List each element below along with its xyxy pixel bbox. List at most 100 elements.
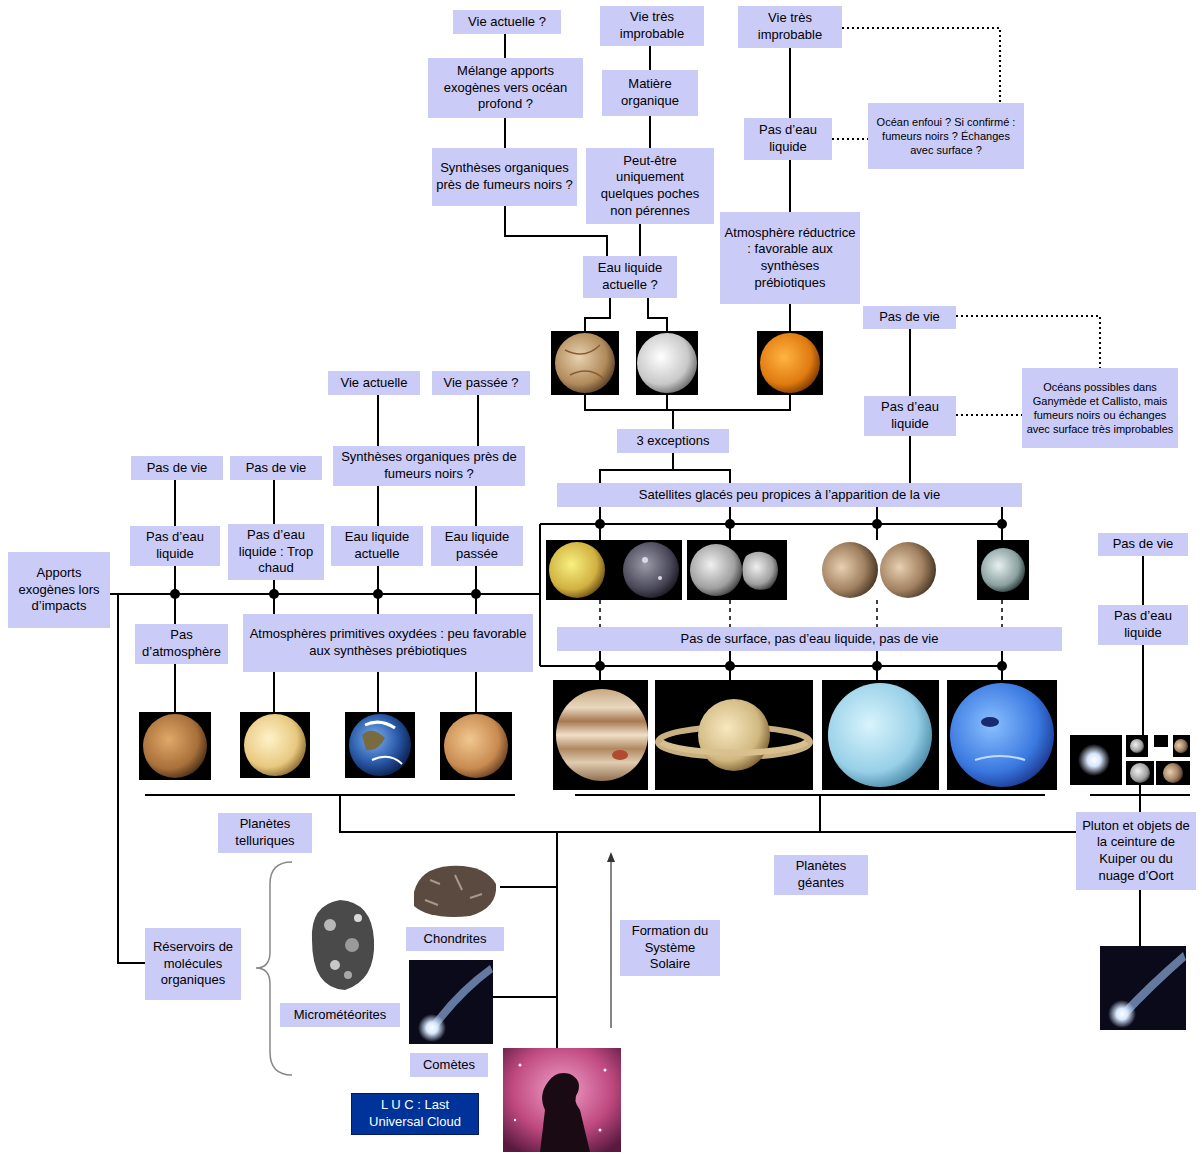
tree-connector <box>639 224 641 256</box>
box-text: Satellites glacés peu propices à l’appar… <box>561 487 1018 504</box>
dotted-connector <box>842 28 1000 103</box>
box-text: Eau liquide actuelle ? <box>587 260 673 293</box>
icy-satellites <box>546 540 1029 600</box>
dotted-connector <box>832 138 868 140</box>
text-box: Pas d’eau liquide <box>744 118 832 160</box>
text-box: Pas de vie <box>131 456 223 480</box>
box-text: Pas de surface, pas d’eau liquide, pas d… <box>561 631 1058 648</box>
text-box: Pas de vie <box>230 456 322 480</box>
text-box: Eau liquide actuelle ? <box>583 256 677 298</box>
box-text: Vie très improbable <box>742 10 838 43</box>
text-box: Pas d’eau liquide <box>1098 605 1188 645</box>
box-text: Vie très improbable <box>604 9 700 42</box>
tree-connector <box>504 118 506 148</box>
group-label-box: Pluton et objets de la ceinture de Kuipe… <box>1076 812 1196 890</box>
text-box: Atmosphères primitives oxydées : peu fav… <box>243 614 533 672</box>
caption-box: Formation du Système Solaire <box>620 920 720 976</box>
text-box: Vie passée ? <box>432 371 530 395</box>
box-text: Pluton et objets de la ceinture de Kuipe… <box>1080 818 1192 885</box>
telluric-planets <box>139 712 512 780</box>
tree-connector <box>789 160 791 212</box>
box-text: Pas de vie <box>234 460 318 477</box>
caption-box: Réservoirs de molécules organiques <box>145 928 241 1000</box>
small-bodies <box>303 863 1186 1044</box>
box-text: L U C : Last Universal Cloud <box>356 1097 474 1130</box>
box-text: Pas d’atmosphère <box>139 627 224 660</box>
box-text: Vie actuelle <box>332 375 416 392</box>
text-box: Vie très improbable <box>738 6 842 48</box>
tree-connector <box>909 436 911 483</box>
text-box: Matière organique <box>602 70 698 116</box>
box-text: Océan enfoui ? Si confirmé : fumeurs noi… <box>872 115 1020 157</box>
group-label-box: Planètes telluriques <box>218 813 312 853</box>
box-text: Pas de vie <box>867 309 952 326</box>
box-text: Pas d’eau liquide : Trop chaud <box>232 527 320 577</box>
text-box: Synthèses organiques près de fumeurs noi… <box>333 446 525 486</box>
box-text: Matière organique <box>606 76 694 109</box>
box-text: Chondrites <box>410 931 500 948</box>
box-text: Atmosphères primitives oxydées : peu fav… <box>247 626 529 659</box>
box-text: Comètes <box>414 1057 484 1074</box>
text-box: Pas d’eau liquide <box>864 396 956 436</box>
box-text: Pas d’eau liquide <box>134 529 216 562</box>
tree-connector <box>110 580 274 594</box>
box-text: Formation du Système Solaire <box>624 923 716 973</box>
band-box: Pas de surface, pas d’eau liquide, pas d… <box>557 627 1062 651</box>
box-text: Pas d’eau liquide <box>1102 608 1184 641</box>
text-box: Synthèses organiques près de fumeurs noi… <box>432 148 577 206</box>
box-text: Peut-être uniquement quelques poches non… <box>590 153 710 220</box>
tree-connector <box>649 46 651 70</box>
tree-connector <box>377 395 379 446</box>
box-text: Eau liquide passée <box>435 529 519 562</box>
caption-box: Comètes <box>410 1053 488 1077</box>
text-box: Pas d’atmosphère <box>135 624 228 664</box>
band-box: Satellites glacés peu propices à l’appar… <box>557 483 1022 507</box>
tree-connector <box>475 486 477 526</box>
dotted-connector <box>956 414 1022 416</box>
brace <box>256 862 292 1075</box>
box-text: Océans possibles dans Ganymède et Callis… <box>1026 380 1174 436</box>
box-text: Synthèses organiques près de fumeurs noi… <box>337 449 521 482</box>
text-box: Peut-être uniquement quelques poches non… <box>586 148 714 224</box>
dotted-connector <box>956 316 1100 368</box>
dashed-lines <box>600 600 1002 627</box>
note-box: Océans possibles dans Ganymède et Callis… <box>1022 368 1178 448</box>
box-text: Apports exogènes lors d’impacts <box>12 565 106 615</box>
kuiper-objects <box>1070 735 1190 785</box>
tree-connector <box>174 480 176 526</box>
text-box: Eau liquide actuelle <box>331 526 423 566</box>
text-box: Atmosphère réductrice : favorable aux sy… <box>720 212 860 304</box>
box-text: Synthèses organiques près de fumeurs noi… <box>436 160 573 193</box>
box-text: Atmosphère réductrice : favorable aux sy… <box>724 225 856 292</box>
text-box: Pas de vie <box>863 306 956 329</box>
box-text: Micrométéorites <box>284 1007 396 1024</box>
box-text: Planètes telluriques <box>222 816 308 849</box>
tree-connector <box>273 480 275 524</box>
tree-connector <box>1142 556 1144 605</box>
nebula <box>503 1048 621 1152</box>
origin-box: L U C : Last Universal Cloud <box>351 1093 479 1135</box>
text-box: Vie très improbable <box>600 6 704 46</box>
box-text: Vie passée ? <box>436 375 526 392</box>
box-text: Pas d’eau liquide <box>748 122 828 155</box>
box-text: Mélange apports exogènes vers océan prof… <box>432 63 579 113</box>
note-box: Océan enfoui ? Si confirmé : fumeurs noi… <box>868 103 1024 169</box>
text-box: Pas d’eau liquide : Trop chaud <box>228 524 324 580</box>
giant-planets <box>553 680 1057 790</box>
moons-top <box>551 331 823 395</box>
text-box: Vie actuelle <box>328 371 420 395</box>
tree-connector <box>504 34 506 58</box>
time-arrow <box>607 852 615 1028</box>
tree-connector <box>477 395 479 446</box>
tree-connector <box>789 48 791 118</box>
box-text: Planètes géantes <box>778 858 864 891</box>
box-text: Pas de vie <box>1102 536 1184 553</box>
text-box: Vie actuelle ? <box>453 10 561 34</box>
box-text: Pas d’eau liquide <box>868 399 952 432</box>
text-box: Mélange apports exogènes vers océan prof… <box>428 58 583 118</box>
tree-connector <box>600 453 673 483</box>
caption-box: Chondrites <box>406 927 504 951</box>
text-box: Pas de vie <box>1098 533 1188 556</box>
tree-connector <box>909 329 911 396</box>
